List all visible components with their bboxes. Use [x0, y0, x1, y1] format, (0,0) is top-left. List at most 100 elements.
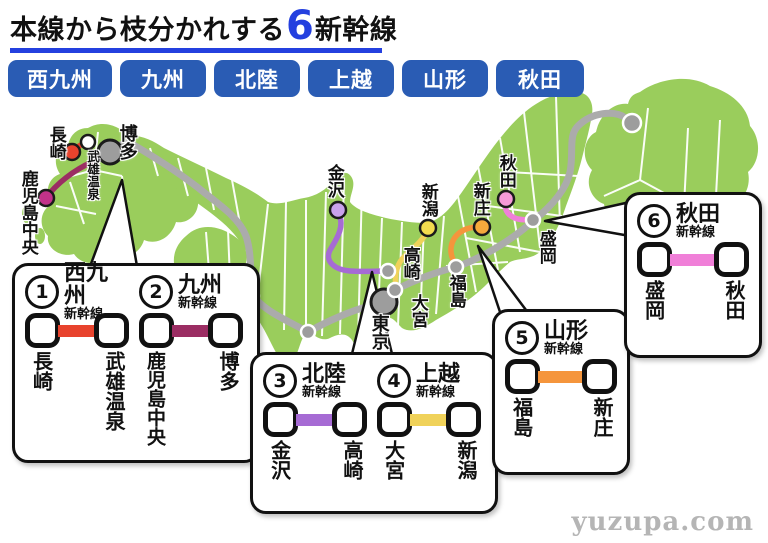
station-dot-nagasaki [62, 142, 82, 162]
map-label-tokyo: 東京 [368, 314, 390, 350]
entry-nishikyushu: 1 西九州 新幹線 長崎 武雄温泉 [25, 262, 129, 452]
map-amakusa-island [35, 228, 45, 244]
station-name-from: 大宮 [381, 440, 406, 480]
station-icon [377, 402, 412, 437]
line-name: 秋田 [676, 201, 721, 227]
station-icon [332, 402, 367, 437]
station-name-to: 新潟 [454, 440, 478, 480]
tab-yamagata[interactable]: 山形 [402, 60, 488, 97]
line-category: 新幹線 [178, 295, 218, 311]
station-icon [637, 242, 672, 277]
station-dot-kanazawa [328, 200, 348, 220]
map-label-fukushima: 福島 [445, 274, 466, 308]
line-category: 新幹線 [64, 307, 104, 323]
route-bar [410, 413, 448, 426]
line-number-badge: 5 [505, 321, 539, 355]
map-goto-island [22, 204, 34, 224]
station-name-from: 長崎 [29, 351, 54, 391]
route-bar [538, 370, 584, 383]
station-name-from: 盛岡 [641, 280, 666, 320]
tab-akita[interactable]: 秋田 [496, 60, 584, 97]
tab-kyushu[interactable]: 九州 [120, 60, 206, 97]
line-number-badge: 6 [637, 204, 671, 238]
callout-akita-box: 6 秋田 新幹線 盛岡 秋田 [624, 192, 762, 358]
station-name-from: 福島 [509, 397, 534, 437]
station-dot-morioka [524, 211, 542, 229]
line-category: 新幹線 [676, 224, 716, 240]
line-hokuriku [325, 209, 389, 275]
title-prefix: 本線から枝分かれする [10, 15, 285, 46]
map-label-niigata: 新潟 [417, 183, 438, 217]
map-label-shinjo: 新庄 [469, 182, 490, 216]
station-dot-omiya [386, 281, 404, 299]
station-name-to: 博多 [216, 351, 240, 391]
line-number-badge: 3 [263, 364, 297, 398]
line-number-badge: 2 [139, 275, 173, 309]
station-dot-fukushima [447, 258, 465, 276]
entry-hokuriku: 3 北陸 新幹線 金沢 高崎 [263, 363, 367, 503]
route-diagram [139, 313, 243, 348]
station-name-to: 秋田 [722, 280, 746, 320]
line-name: 上越 [416, 361, 461, 387]
station-icon [25, 313, 60, 348]
tab-joetsu[interactable]: 上越 [308, 60, 394, 97]
route-bar [58, 324, 96, 337]
station-dot-takasaki [379, 262, 397, 280]
callout-hokuriku-joetsu-box: 3 北陸 新幹線 金沢 高崎 4 上越 新幹線 [250, 352, 498, 514]
station-icon [446, 402, 481, 437]
station-dot-hokkaido-terminal [621, 112, 643, 134]
callout-yamagata-box: 5 山形 新幹線 福島 新庄 [492, 309, 630, 475]
tab-nishikyushu[interactable]: 西九州 [8, 60, 112, 97]
station-dot-hakata [96, 138, 124, 166]
title-underline [10, 48, 382, 53]
station-dot-takeo-onsen [79, 133, 97, 151]
route-diagram [25, 313, 129, 348]
line-number-badge: 1 [25, 275, 59, 309]
tab-hokuriku[interactable]: 北陸 [214, 60, 300, 97]
route-diagram [637, 242, 749, 277]
station-dot-kagoshima-chuo [36, 188, 56, 208]
station-icon [263, 402, 298, 437]
map-label-omiya: 大宮 [407, 294, 428, 328]
map-label-kagoshima-chuo: 鹿児島中央 [17, 170, 38, 255]
station-dot-niigata [418, 218, 438, 238]
station-icon [714, 242, 749, 277]
station-name-from: 金沢 [267, 440, 292, 480]
line-name: 北陸 [302, 361, 347, 387]
map-label-nagasaki: 長崎 [45, 126, 66, 160]
line-name: 西九州 [64, 261, 109, 310]
map-label-morioka: 盛岡 [535, 230, 556, 264]
station-dot-akita [496, 189, 516, 209]
line-tabs: 西九州 九州 北陸 上越 山形 秋田 [8, 60, 584, 97]
station-name-from: 鹿児島中央 [143, 351, 166, 446]
station-dot-shinjo [472, 217, 492, 237]
line-number-badge: 4 [377, 364, 411, 398]
station-icon [139, 313, 174, 348]
title-number: 6 [286, 3, 314, 49]
map-label-hakata: 博多 [116, 124, 138, 160]
station-name-to: 武雄温泉 [102, 351, 126, 431]
route-bar [296, 413, 334, 426]
map-label-akita: 秋田 [495, 154, 516, 188]
station-icon [208, 313, 243, 348]
entry-joetsu: 4 上越 新幹線 大宮 新潟 [377, 363, 481, 503]
route-diagram [263, 402, 367, 437]
callout-kyushu-box: 1 西九州 新幹線 長崎 武雄温泉 2 九州 新幹線 [12, 262, 260, 463]
map-label-takasaki: 高崎 [399, 246, 420, 280]
route-bar [670, 253, 716, 266]
entry-akita: 6 秋田 新幹線 盛岡 秋田 [637, 203, 749, 347]
station-dot-nagoya [299, 323, 317, 341]
map-label-kanazawa: 金沢 [323, 164, 344, 198]
map-honshu [126, 92, 593, 362]
prefecture-borders [55, 95, 721, 343]
line-category: 新幹線 [544, 341, 584, 357]
station-name-to: 高崎 [340, 440, 364, 480]
route-diagram [505, 359, 617, 394]
title-suffix: 新幹線 [314, 15, 398, 46]
entry-kyushu: 2 九州 新幹線 鹿児島中央 博多 [139, 274, 243, 452]
line-name: 九州 [178, 272, 223, 298]
route-diagram [377, 402, 481, 437]
station-name-to: 新庄 [590, 397, 614, 437]
